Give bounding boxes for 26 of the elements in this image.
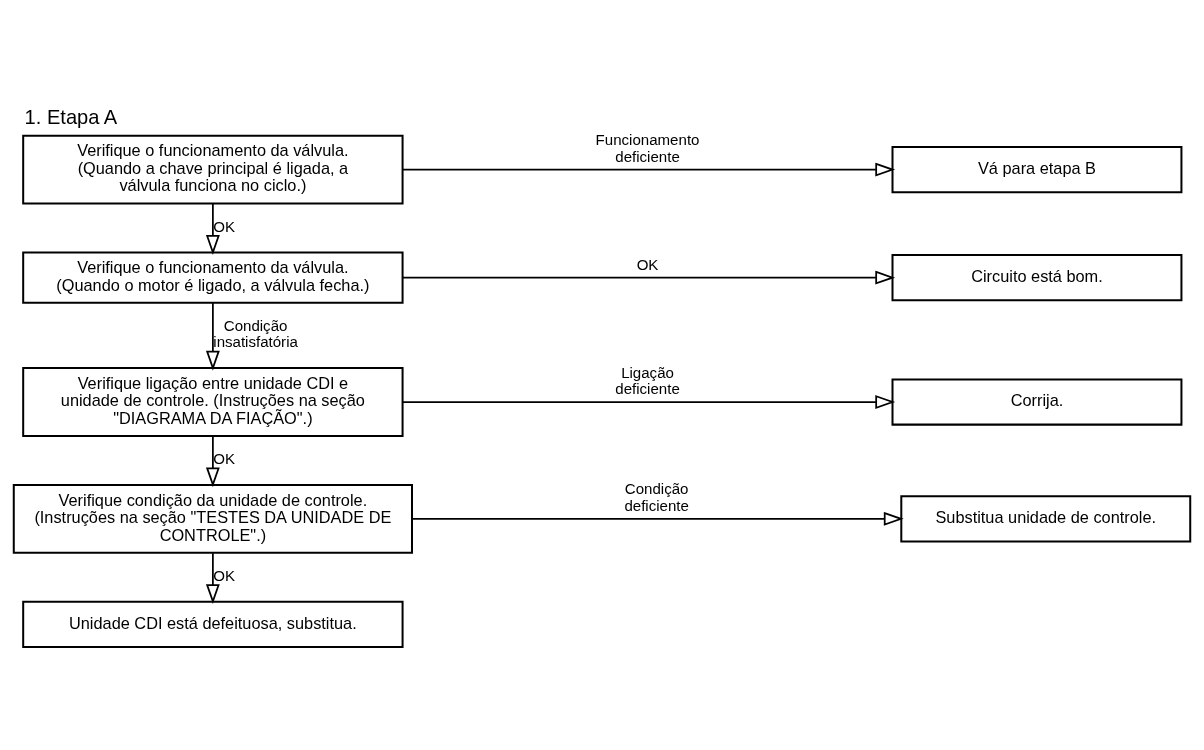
- arrow: [402, 162, 896, 177]
- node-box: Vá para etapa B: [891, 146, 1183, 194]
- edge-label: OK: [213, 450, 236, 468]
- node-box: Verifique condição da unidade de controle. (Instruções na seção "TESTES DA UNIDADE DE CONTROLE".): [12, 483, 413, 554]
- arrow: [402, 395, 896, 409]
- node-box: Corrija.: [891, 378, 1183, 426]
- edge-label: Funcionamento deficiente: [595, 131, 700, 165]
- arrow: [205, 202, 220, 255]
- edge-label: OK: [636, 255, 659, 273]
- edge-label: Ligação deficiente: [615, 363, 680, 397]
- node-box: Verifique o funcionamento da válvula. (Quando o motor é ligado, a válvula fecha.): [22, 251, 404, 304]
- diagram-title: 1. Etapa A: [24, 106, 118, 129]
- node-box: Verifique ligação entre unidade CDI e unidade de controle. (Instruções na seção "DIAGRAMA DA FIAÇÃO".): [22, 367, 404, 437]
- arrow: [402, 270, 896, 285]
- edge-label: OK: [213, 217, 236, 235]
- arrow: [205, 435, 220, 488]
- node-box: Circuito está bom.: [891, 254, 1183, 302]
- node-box: Substitua unidade de controle.: [900, 495, 1192, 543]
- edge-label: Condição insatisfatória: [213, 317, 298, 351]
- node-box: Unidade CDI está defeituosa, substitua.: [22, 600, 404, 648]
- edge-label: OK: [213, 567, 236, 585]
- node-box: Verifique o funcionamento da válvula. (Quando a chave principal é ligada, a válvula funciona no ciclo.): [22, 134, 404, 205]
- arrow: [205, 552, 220, 605]
- arrow: [205, 302, 220, 371]
- edge-label: Condição deficiente: [624, 480, 689, 514]
- arrow: [411, 511, 904, 526]
